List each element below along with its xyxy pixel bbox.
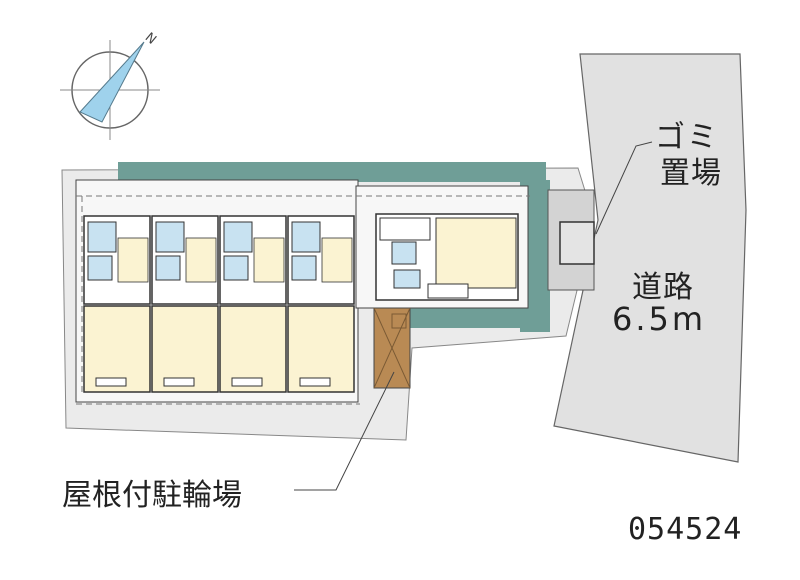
garbage-label-line1: ゴミ (655, 120, 719, 155)
bicycle-parking-roof (373, 307, 411, 389)
road-name-label: 道路 (632, 270, 694, 305)
north-label: N (142, 30, 159, 48)
garbage-area (547, 189, 595, 291)
compass-rose: N (60, 30, 160, 140)
bicycle-parking-label: 屋根付駐輪場 (62, 478, 242, 513)
road-area (553, 53, 747, 463)
unit-3 (219, 215, 287, 393)
unit-1 (83, 215, 151, 393)
garbage-leader-line (595, 141, 653, 235)
unit-east (375, 213, 519, 301)
unit-4 (287, 215, 355, 393)
property-code: 054524 (628, 512, 743, 547)
compass-needle (79, 41, 145, 123)
wall-shadow (118, 162, 546, 182)
road-width-label: 6.5m (612, 300, 707, 338)
garbage-label-line2: 置場 (660, 156, 722, 191)
bicycle-leader-line (294, 371, 395, 491)
unit-2 (151, 215, 219, 393)
